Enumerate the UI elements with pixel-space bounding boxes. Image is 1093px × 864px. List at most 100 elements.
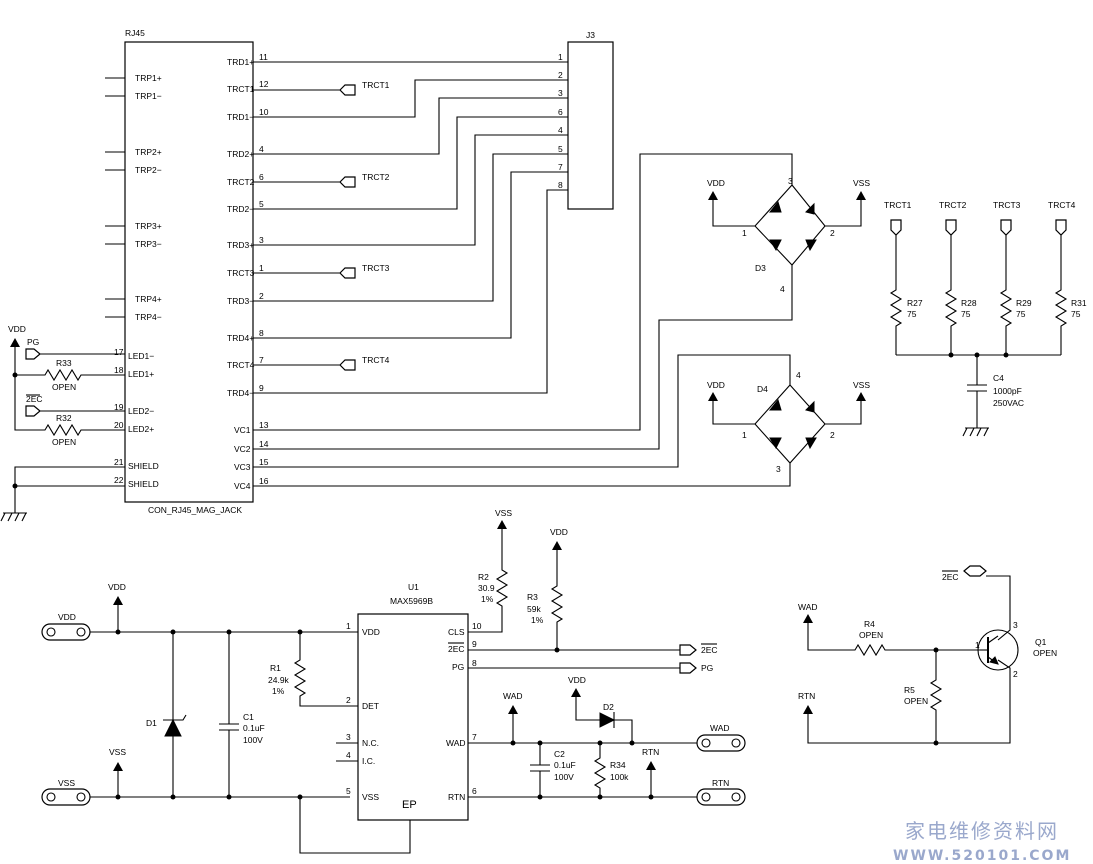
pin-num: 14 — [259, 439, 269, 449]
r34-name: R34 — [610, 760, 626, 770]
pin-num: 20 — [114, 420, 124, 430]
vss-label: VSS — [109, 747, 126, 757]
pin-label: TRP2− — [135, 165, 162, 175]
pin-num: 2 — [830, 228, 835, 238]
r-name: R31 — [1071, 298, 1087, 308]
j3-pin: 6 — [558, 107, 563, 117]
vss-label: VSS — [853, 178, 870, 188]
pin-label: TRD2− — [227, 204, 254, 214]
pin-num: 2 — [830, 430, 835, 440]
pin-num: 9 — [472, 639, 477, 649]
u1-body — [357, 613, 469, 821]
wad-label: WAD — [503, 691, 523, 701]
vdd-label: VDD — [568, 675, 586, 685]
flag-label: TRCT1 — [362, 80, 390, 90]
r2-tol: 1% — [481, 594, 494, 604]
q1-collector: 3 — [1013, 620, 1018, 630]
pin-label: TRD2+ — [227, 149, 254, 159]
c1-value: 0.1uF — [243, 723, 265, 733]
pin-label: VC2 — [234, 444, 251, 454]
r32-name: R32 — [56, 413, 72, 423]
wad-term-label: WAD — [710, 723, 730, 733]
r1-value: 24.9k — [268, 675, 290, 685]
ec-label: 2EC — [26, 394, 43, 404]
vss-terminal — [41, 788, 91, 806]
u1-name: U1 — [408, 582, 419, 592]
rtn-term-label: RTN — [712, 778, 729, 788]
vdd-label: VDD — [8, 324, 26, 334]
j3-pin: 4 — [558, 125, 563, 135]
bridge-d4: VDD VSS 4 1 2 3 D4 — [707, 370, 870, 474]
q1-section: 2EC WAD R4 OPEN R5 OPEN RTN 1 3 2 Q1 OPE… — [798, 565, 1057, 746]
r-name: R28 — [961, 298, 977, 308]
pin-num: 21 — [114, 457, 124, 467]
c4-value: 1000pF — [993, 386, 1022, 396]
c1-rating: 100V — [243, 735, 263, 745]
vdd-term-label: VDD — [58, 612, 76, 622]
bridge-d3: VDD VSS 3 1 2 4 D3 — [707, 176, 870, 294]
vdd-label: VDD — [707, 380, 725, 390]
j3-body — [567, 41, 614, 210]
pin-label: VC3 — [234, 462, 251, 472]
r-name: R27 — [907, 298, 923, 308]
pg-flag — [25, 348, 41, 360]
pin-label: TRP4+ — [135, 294, 162, 304]
u1-ep: EP — [402, 799, 417, 811]
pin-num: 3 — [776, 464, 781, 474]
pin-label: TRCT3 — [227, 268, 255, 278]
pin-num: 10 — [259, 107, 269, 117]
pin-label: SHIELD — [128, 479, 159, 489]
pin-label: TRD4− — [227, 388, 254, 398]
pin-num: 5 — [259, 199, 264, 209]
vdd-label: VDD — [550, 527, 568, 537]
led-section: VDD PG 2EC R33 OPEN R32 OPEN — [0, 324, 125, 522]
j3-pin: 8 — [558, 180, 563, 190]
u1-part: MAX5969B — [390, 596, 433, 606]
d2-name: D2 — [603, 702, 614, 712]
rj45-connector: RJ45 CON_RJ45_MAG_JACK TRP1+ TRP1− TRP2+… — [105, 28, 269, 515]
watermark-cn: 家电维修资料网 — [905, 819, 1059, 843]
bridge-name: D4 — [757, 384, 768, 394]
pin-num: 2 — [346, 695, 351, 705]
rj45-part: CON_RJ45_MAG_JACK — [148, 505, 242, 515]
r32-value: OPEN — [52, 437, 76, 447]
pin-label: VC4 — [234, 481, 251, 491]
pin-num: 9 — [259, 383, 264, 393]
pin-label: TRP3− — [135, 239, 162, 249]
j3-pin: 5 — [558, 144, 563, 154]
pin-num: 3 — [788, 176, 793, 186]
watermark-url: WWW.520101.COM — [893, 848, 1071, 864]
pin-num: 8 — [472, 658, 477, 668]
pin-num: 18 — [114, 365, 124, 375]
pin-num: 11 — [259, 52, 268, 62]
pin-num: 4 — [780, 284, 785, 294]
rj45-title: RJ45 — [125, 28, 145, 38]
q1-value: OPEN — [1033, 648, 1057, 658]
rtn-label: RTN — [798, 691, 815, 701]
pin-num: 3 — [259, 235, 264, 245]
flag-label: TRCT4 — [362, 355, 390, 365]
r33-name: R33 — [56, 358, 72, 368]
pin-label: LED1− — [128, 351, 154, 361]
pin-label: RTN — [448, 792, 465, 802]
j3-connector: J3 1 2 3 6 4 5 7 8 — [558, 30, 614, 210]
pin-num: 17 — [114, 347, 124, 357]
c4-rating: 250VAC — [993, 398, 1024, 408]
pin-label: SHIELD — [128, 461, 159, 471]
r3-name: R3 — [527, 592, 538, 602]
pin-label: PG — [452, 662, 464, 672]
c2-name: C2 — [554, 749, 565, 759]
pin-num: 4 — [346, 750, 351, 760]
ec-flag — [963, 565, 987, 577]
vdd-label: VDD — [707, 178, 725, 188]
r3-tol: 1% — [531, 615, 544, 625]
trct-flags: TRCT1 TRCT2 TRCT3 TRCT4 — [339, 80, 390, 371]
j3-pin: 2 — [558, 70, 563, 80]
pin-num: 6 — [259, 172, 264, 182]
pin-label: TRP1− — [135, 91, 162, 101]
j3-title: J3 — [586, 30, 595, 40]
pin-num: 6 — [472, 786, 477, 796]
pin-label: DET — [362, 701, 379, 711]
pin-num: 16 — [259, 476, 269, 486]
